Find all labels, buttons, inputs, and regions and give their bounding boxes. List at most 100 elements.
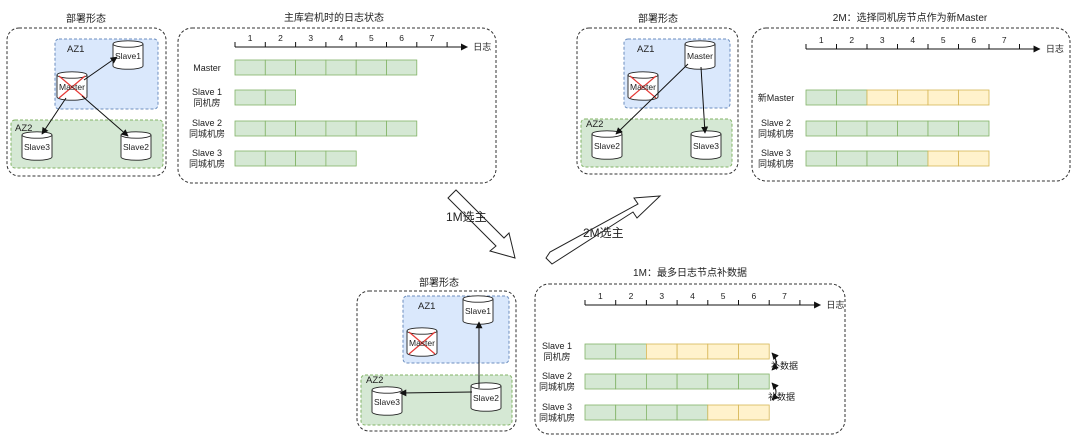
panel2-log-cell [738,373,770,390]
transition-1m-label: 1M选主 [446,210,487,224]
panel2-fill-label-1: 补数据 [771,360,798,371]
panel2-slave3-label: Slave3 [374,397,400,407]
panel1-log-cell [234,120,266,137]
panel3-log-cell [836,120,868,137]
panel3-log-cell [958,89,990,106]
panel2-tick-label: 3 [659,291,664,301]
panel3-log-cell [866,150,898,167]
panel1-log-cell [325,59,357,76]
panel2-log-cell [676,404,709,421]
panel2-row-label: Slave 1 [542,341,572,351]
panel3-log-cell [805,89,837,106]
panel3-log-cell [897,150,929,167]
panel2-row-label: Slave 2 [542,371,572,381]
panel2-log-cell [584,373,617,390]
panel3-log-cell [805,120,837,137]
panel2-fill-arrow-2 [771,382,779,401]
panel3-log-cell [836,89,868,106]
panel2-fill-arrow-1 [771,352,779,371]
panel1-tick-label: 3 [308,33,313,43]
panel3-old-master-node [627,71,659,101]
panel2-deploy-frame [356,290,517,432]
panel2-tick-label: 7 [782,291,787,301]
panel1-arrow-master-slave2 [81,95,129,137]
panel1-az1-label: AZ1 [67,44,84,55]
panel2-axis-unit: 日志 [826,299,844,310]
panel3-axis-unit: 日志 [1046,43,1064,54]
panel3-tick-label: 3 [880,35,885,45]
panel3-tick-label: 5 [941,35,946,45]
panel2-az1-label: AZ1 [418,301,435,312]
panel3-arrow-master-slave3 [700,66,709,134]
panel3-deploy-frame [576,27,739,175]
panel1-log-cell [264,59,296,76]
panel3-slave2-label: Slave2 [594,141,620,151]
panel1-row-sublabel: 同城机房 [189,128,225,139]
panel1-tick-label: 1 [248,33,253,43]
panel3-row-sublabel: 同城机房 [758,128,794,139]
panel2-log-cell [707,343,739,360]
panel3-log-cell [927,150,959,167]
panel2-log-cell [615,373,647,390]
panel3-log-cell [836,150,868,167]
panel2-log-cell [615,404,647,421]
panel3-slave2-node [591,130,623,160]
panel3-row-sublabel: 同城机房 [758,158,794,169]
panel1-tick-label: 5 [369,33,374,43]
panel3-log-cell [958,150,990,167]
panel1-log-cell [234,59,266,76]
panel3-log-cell [866,89,898,106]
panel3-row-label: Slave 3 [761,148,791,158]
panel1-deploy-frame [6,27,167,177]
panel3-arrow-master-slave2 [615,63,689,135]
panel3-slave3-label: Slave3 [693,141,719,151]
panel1-tick-label: 2 [278,33,283,43]
panel2-log-cell [646,404,678,421]
panel2-deploy: 部署形态 AZ1 AZ2 Slave1 Master Slave3 Slave2 [356,276,517,432]
panel1-log-cell [295,150,327,167]
panel1-slave2-label: Slave2 [123,142,149,152]
panel3-old-master-label: Master [630,82,656,92]
panel2-tick-label: 2 [629,291,634,301]
panel2-deploy-title: 部署形态 [419,276,459,289]
panel1-log-cell [295,59,327,76]
panel1-log-frame [177,27,497,184]
panel1-log-cell [264,150,296,167]
panel3-log-cell [958,120,990,137]
panel3-log-cell [805,150,837,167]
panel3-log-cell [897,89,929,106]
panel2-tick-label: 6 [751,291,756,301]
panel2-fill-label-2: 补数据 [768,391,795,402]
panel1-row-label: Slave 3 [192,148,222,158]
panel1-row-sublabel: 同城机房 [189,158,225,169]
panel1-log-cell [264,120,296,137]
panel1-log-cell [264,89,296,106]
panel2-log-cell [676,373,709,390]
panel1-row-label: Slave 2 [192,118,222,128]
panel1-log-cell [325,120,357,137]
panel2-slave1-label: Slave1 [465,306,491,316]
panel2-slave2-label: Slave2 [473,393,499,403]
panel3-tick-label: 1 [819,35,824,45]
panel1-slave1-label: Slave1 [115,51,141,61]
panel3-tick-label: 2 [849,35,854,45]
transition-2m-arrow: 2M选主 [545,195,662,265]
panel3-row-label: 新Master [758,92,795,103]
panel1-axis-unit: 日志 [473,41,491,52]
panel2-tick-label: 1 [598,291,603,301]
panel3-az1-label: AZ1 [637,44,654,55]
panel1-slave1-node [112,40,144,70]
panel3-log-cell [897,120,929,137]
panel1-log-cell [234,150,266,167]
panel1-row-label: Slave 1 [192,87,222,97]
panel1-tick-label: 6 [399,33,404,43]
